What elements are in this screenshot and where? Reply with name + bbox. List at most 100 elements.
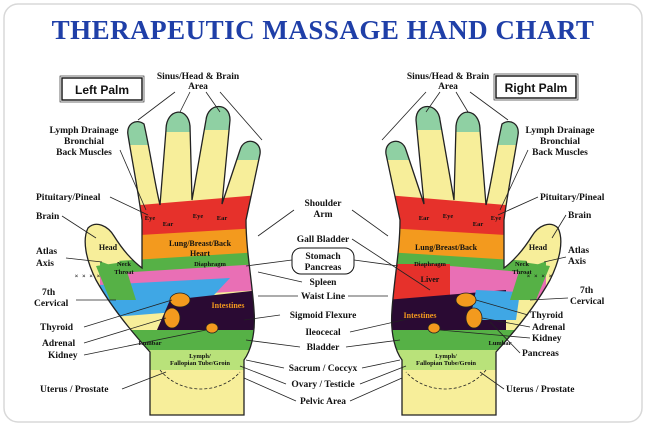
- right-7th-label: 7th: [580, 286, 594, 296]
- left-kidney-label: Kidney: [48, 351, 78, 361]
- left-head-label: Head: [99, 243, 118, 252]
- arm-label: Arm: [314, 210, 333, 220]
- left-eye-label-2: Eye: [193, 213, 204, 220]
- right-sinus-label-2: Area: [438, 82, 458, 92]
- right-adrenal-oval: [465, 307, 483, 329]
- right-liver-label: Liver: [421, 275, 440, 284]
- left-spine-markers: × × × ×: [75, 273, 102, 280]
- right-blue-zone: [470, 290, 520, 320]
- right-diaphragm-label: Diaphragm: [414, 261, 446, 268]
- right-thumb-head: [522, 224, 560, 268]
- left-sinus-label-2: Area: [188, 82, 208, 92]
- right-kidney-label: Kidney: [532, 334, 562, 344]
- right-eye-label-2: Eye: [491, 215, 502, 222]
- right-sinus-label-1: Sinus/Head & Brain: [407, 72, 490, 82]
- left-side-labels: Lymph Drainage Bronchial Back Muscles Pi…: [34, 126, 118, 395]
- right-pancreas-label: Pancreas: [522, 349, 559, 359]
- left-throat-label: Throat: [114, 269, 134, 276]
- right-thyroid-oval: [455, 292, 477, 308]
- left-adrenal-oval: [163, 307, 181, 329]
- gall-bladder-label: Gall Bladder: [297, 235, 350, 245]
- right-wrist-dash: [405, 369, 487, 390]
- right-lymph-label-2: Bronchial: [540, 137, 580, 147]
- ovary-label: Ovary / Testicle: [291, 380, 354, 390]
- left-lymph-label-2: Bronchial: [64, 137, 104, 147]
- left-eye-ear-band: [140, 195, 260, 238]
- left-neck-label: Neck: [117, 261, 131, 268]
- left-thyroid-oval: [169, 292, 191, 308]
- left-palm-label: Left Palm: [75, 83, 129, 97]
- shoulder-label: Shoulder: [305, 199, 343, 209]
- center-labels: Shoulder Arm Gall Bladder Stomach Pancre…: [289, 199, 358, 407]
- stomach-bubble: [291, 247, 355, 275]
- right-thumb-green: [510, 262, 550, 300]
- sigmoid-label: Sigmoid Flexure: [290, 311, 357, 321]
- waist-line-label: Waist Line: [301, 292, 345, 302]
- pancreas-center-label: Pancreas: [305, 263, 342, 273]
- left-palm-box: Left Palm: [59, 75, 145, 103]
- left-fallopian-label-2: Fallopian Tube/Groin: [170, 360, 230, 367]
- right-head-label: Head: [529, 243, 548, 252]
- right-eye-ear-band: [386, 195, 506, 238]
- pelvic-label: Pelvic Area: [300, 397, 346, 407]
- right-adrenal-label: Adrenal: [532, 323, 565, 333]
- left-zone-labels: Eye Ear Eye Ear Lung/Breast/Back Heart D…: [99, 213, 245, 367]
- right-ear-label-2: Ear: [473, 221, 484, 228]
- left-thumb-head: [86, 224, 124, 268]
- right-fallopian-label-2: Fallopian Tube/Groin: [416, 360, 476, 367]
- right-lymph-label-3: Back Muscles: [532, 148, 588, 158]
- chart-title: THERAPEUTIC MASSAGE HAND CHART: [52, 15, 595, 45]
- left-heart-label: Heart: [190, 249, 210, 258]
- right-fallopian-label-1: Lymph/: [435, 353, 457, 360]
- left-intestines-label: Intestines: [212, 301, 245, 310]
- left-diaphragm-band: [100, 252, 260, 276]
- left-wrist-dash: [159, 369, 241, 390]
- right-throat-label: Throat: [512, 269, 532, 276]
- right-atlas-label: Atlas: [568, 246, 589, 256]
- right-diaphragm-band: [386, 252, 546, 276]
- left-cervical-label: Cervical: [34, 299, 69, 309]
- right-spine-markers: × × × ×: [527, 273, 554, 280]
- left-kidney-oval: [205, 322, 219, 334]
- left-uterus-label: Uterus / Prostate: [40, 385, 108, 395]
- left-axis-label: Axis: [36, 259, 54, 269]
- left-7th-label: 7th: [42, 288, 56, 298]
- left-eye-label-1: Eye: [145, 215, 156, 222]
- center-leaders: [239, 209, 431, 402]
- right-kidney-oval: [427, 322, 441, 334]
- left-thumb-green: [96, 262, 136, 300]
- sinus-leaders: [137, 91, 509, 141]
- right-pituitary-label: Pituitary/Pineal: [540, 193, 605, 203]
- left-diaphragm-label: Diaphragm: [194, 261, 226, 268]
- right-side-leaders: [439, 149, 569, 390]
- bladder-label: Bladder: [307, 343, 341, 353]
- sacrum-label: Sacrum / Coccyx: [289, 364, 358, 374]
- right-lung-label: Lung/Breast/Back: [415, 243, 478, 252]
- left-lymph-label-1: Lymph Drainage: [50, 126, 119, 136]
- left-ear-label-2: Ear: [217, 215, 228, 222]
- left-fallopian-label-1: Lymph/: [189, 353, 211, 360]
- left-adrenal-label: Adrenal: [42, 339, 75, 349]
- left-side-leaders: [61, 149, 207, 390]
- right-neck-label: Neck: [515, 261, 529, 268]
- right-side-labels: Lymph Drainage Bronchial Back Muscles Pi…: [506, 126, 605, 395]
- left-lymph-label-3: Back Muscles: [56, 148, 112, 158]
- right-axis-label: Axis: [568, 257, 586, 267]
- right-palm-box: Right Palm: [493, 73, 579, 101]
- left-lung-label: Lung/Breast/Back: [169, 239, 232, 248]
- right-cervical-label: Cervical: [570, 297, 605, 307]
- right-ear-label-1: Ear: [419, 215, 430, 222]
- right-lymph-label-1: Lymph Drainage: [526, 126, 595, 136]
- right-thyroid-label: Thyroid: [530, 311, 564, 321]
- left-pituitary-label: Pituitary/Pineal: [36, 193, 101, 203]
- left-atlas-label: Atlas: [36, 247, 57, 257]
- right-eye-label-1: Eye: [443, 213, 454, 220]
- stomach-label: Stomach: [305, 252, 341, 262]
- right-intestines-label: Intestines: [404, 311, 437, 320]
- left-sinus-label-1: Sinus/Head & Brain: [157, 72, 240, 82]
- right-uterus-label: Uterus / Prostate: [506, 385, 574, 395]
- right-brain-label: Brain: [568, 211, 592, 221]
- spleen-label: Spleen: [310, 278, 338, 288]
